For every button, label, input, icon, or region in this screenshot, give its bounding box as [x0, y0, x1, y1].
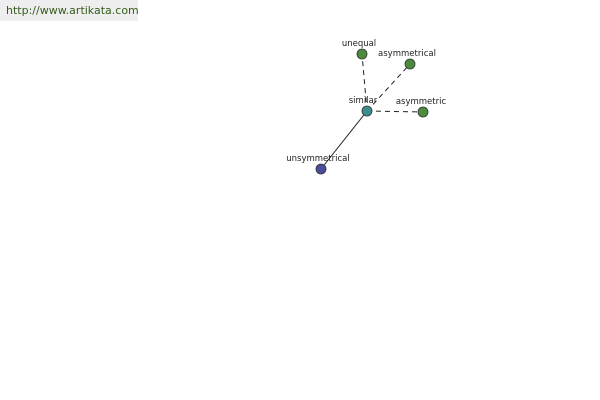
label-unequal: unequal [342, 39, 376, 49]
edge-similar-unsymmetrical [320, 110, 368, 170]
labels-group: unequal asymmetrical asymmetric unsymmet… [286, 39, 446, 164]
edges-group [320, 53, 424, 170]
label-similar: similar [349, 96, 378, 106]
nodes-group [315, 48, 429, 175]
node-unsymmetrical[interactable] [315, 163, 327, 175]
edge-similar-unequal [361, 53, 368, 112]
label-unsymmetrical: unsymmetrical [286, 154, 349, 164]
node-asymmetrical[interactable] [404, 58, 416, 70]
label-asymmetrical: asymmetrical [378, 49, 436, 59]
label-asymmetric: asymmetric [396, 97, 447, 107]
edge-similar-asymmetrical [366, 63, 411, 112]
node-similar[interactable] [361, 105, 373, 117]
node-unequal[interactable] [356, 48, 368, 60]
source-url-link[interactable]: http://www.artikata.com [0, 0, 139, 21]
node-asymmetric[interactable] [417, 106, 429, 118]
edge-similar-asymmetric [366, 110, 424, 113]
